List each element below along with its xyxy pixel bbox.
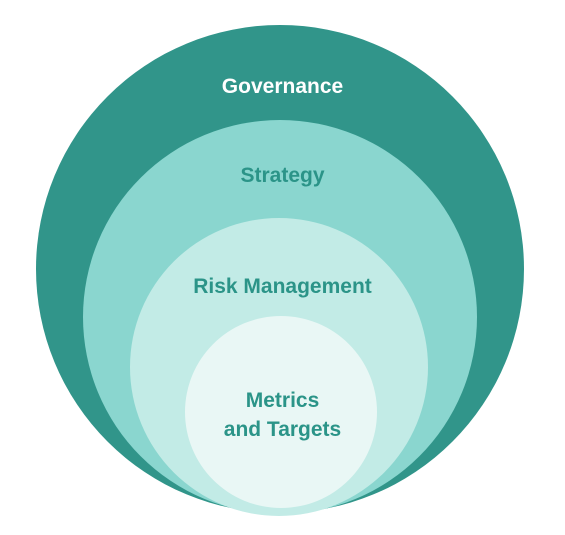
strategy-label: Strategy — [240, 164, 325, 187]
governance-label: Governance — [221, 75, 344, 98]
metrics-targets-circle — [185, 316, 377, 508]
risk-management-label: Risk Management — [193, 275, 372, 298]
metrics-label: Metrics — [245, 389, 320, 412]
targets-label: and Targets — [223, 418, 342, 441]
